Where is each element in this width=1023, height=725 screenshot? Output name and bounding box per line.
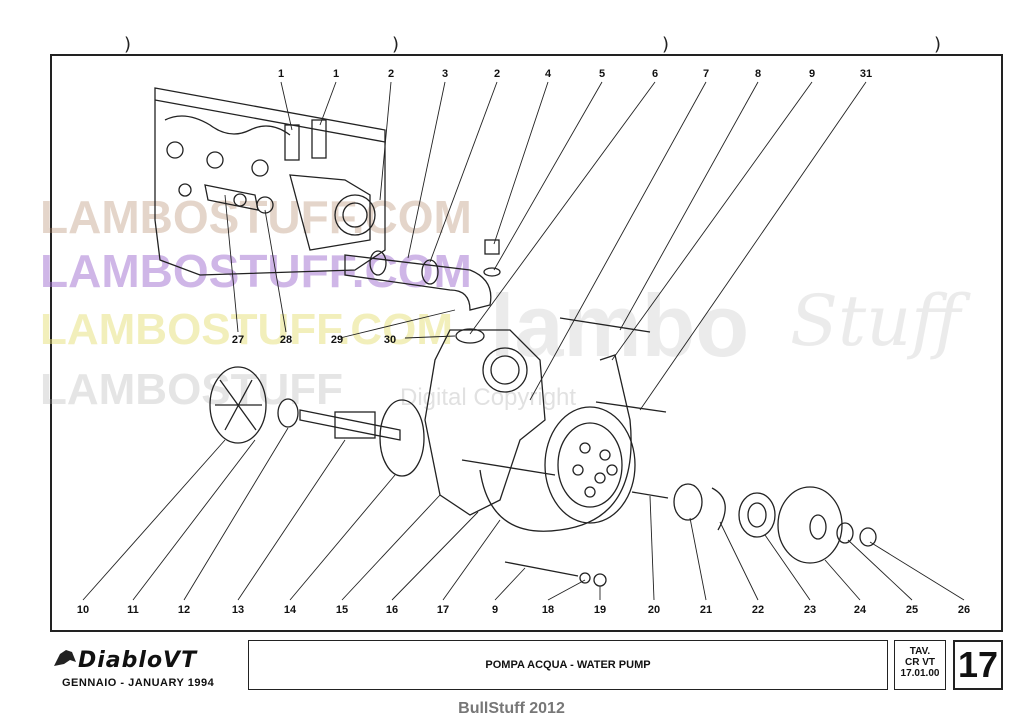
bull-logo-icon xyxy=(54,650,76,666)
callout-number: 13 xyxy=(231,604,245,616)
callout-number: 21 xyxy=(699,604,713,616)
sensor-shape xyxy=(284,124,300,161)
tav-box: TAV. CR VT 17.01.00 xyxy=(894,640,946,690)
callout-number: 4 xyxy=(544,68,552,80)
callout-number: 31 xyxy=(859,68,873,80)
callout-number: 8 xyxy=(754,68,762,80)
callout-number: 2 xyxy=(387,68,395,80)
callout-number: 10 xyxy=(76,604,90,616)
callout-number: 17 xyxy=(436,604,450,616)
callout-number: 7 xyxy=(702,68,710,80)
impeller-shape xyxy=(209,366,267,444)
o-ring-shape xyxy=(379,399,425,477)
callout-number: 28 xyxy=(279,334,293,346)
diablo-vt-logo: DiabloVT xyxy=(78,648,198,673)
callout-number: 23 xyxy=(803,604,817,616)
pulley-shape xyxy=(544,406,636,524)
sensor-shape xyxy=(311,119,327,159)
page-number: 17 xyxy=(953,640,1003,690)
callout-number: 9 xyxy=(808,68,816,80)
diagram-title-box: POMPA ACQUA - WATER PUMP xyxy=(248,640,888,690)
tav-date: 17.01.00 xyxy=(900,668,940,679)
footer-credit: BullStuff 2012 xyxy=(458,700,565,717)
callout-number: 27 xyxy=(231,334,245,346)
binder-tick: ) xyxy=(124,34,132,55)
callout-number: 26 xyxy=(957,604,971,616)
hub-shape xyxy=(777,486,843,564)
callout-number: 22 xyxy=(751,604,765,616)
callout-number: 9 xyxy=(491,604,499,616)
callout-number: 3 xyxy=(441,68,449,80)
callout-number: 20 xyxy=(647,604,661,616)
cylinder-head-outline xyxy=(154,87,386,276)
callout-number: 25 xyxy=(905,604,919,616)
binder-tick: ) xyxy=(662,34,670,55)
callout-number: 16 xyxy=(385,604,399,616)
callout-number: 2 xyxy=(493,68,501,80)
callout-number: 30 xyxy=(383,334,397,346)
callout-number: 24 xyxy=(853,604,867,616)
callout-number: 1 xyxy=(332,68,340,80)
callout-number: 1 xyxy=(277,68,285,80)
callout-number: 18 xyxy=(541,604,555,616)
tav-label: TAV. xyxy=(909,646,931,657)
diagram-frame xyxy=(50,54,1003,632)
callout-number: 5 xyxy=(598,68,606,80)
pump-body xyxy=(424,329,546,516)
callout-number: 15 xyxy=(335,604,349,616)
callout-number: 11 xyxy=(127,604,139,616)
publication-date: GENNAIO - JANUARY 1994 xyxy=(62,677,215,689)
callout-number: 29 xyxy=(330,334,344,346)
diagram-title: POMPA ACQUA - WATER PUMP xyxy=(485,659,651,671)
callout-number: 12 xyxy=(177,604,191,616)
callout-number: 19 xyxy=(593,604,607,616)
tav-code: CR VT xyxy=(905,657,935,668)
belt-shape xyxy=(479,354,632,532)
binder-tick: ) xyxy=(934,34,942,55)
pipe-shape xyxy=(344,254,492,311)
binder-tick: ) xyxy=(392,34,400,55)
bearing-shape xyxy=(334,411,376,439)
callout-number: 6 xyxy=(651,68,659,80)
callout-number: 14 xyxy=(283,604,297,616)
